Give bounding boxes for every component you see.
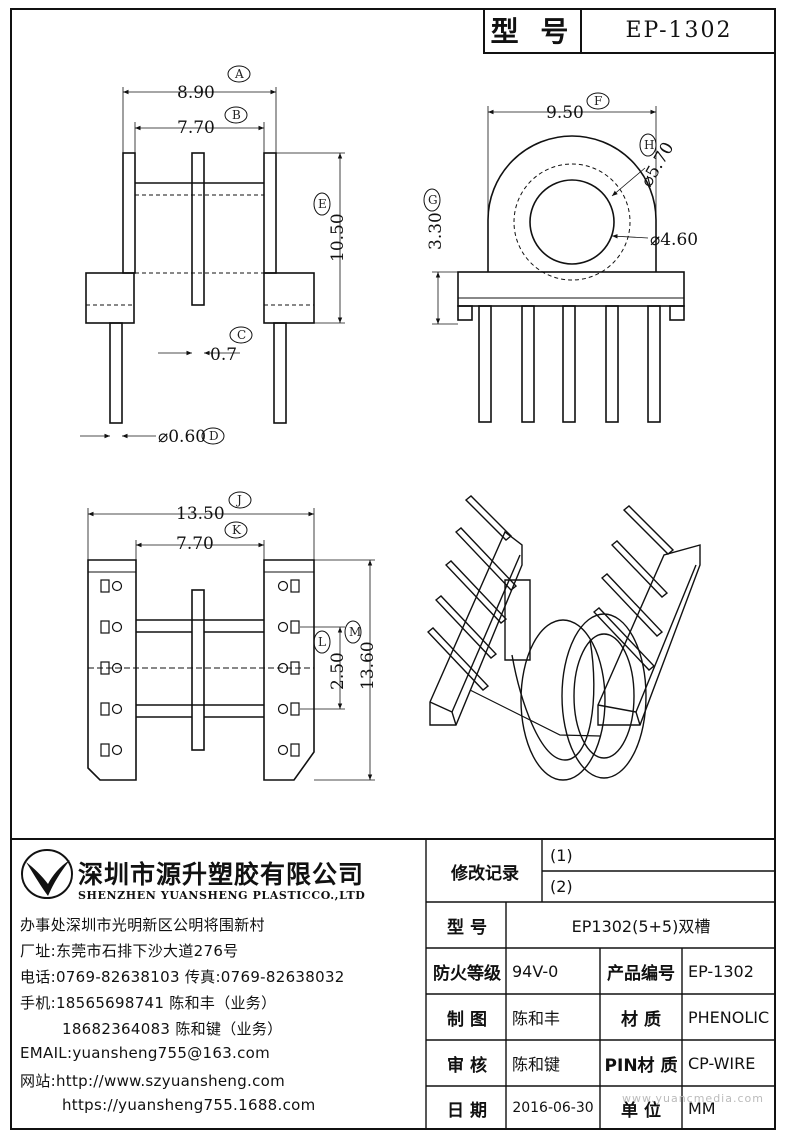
bubble-h: H — [644, 138, 654, 152]
mobile-1: 手机:18565698741 陈和丰（业务） — [20, 994, 277, 1012]
mobile-2: 18682364083 陈和键（业务） — [62, 1020, 283, 1038]
watermark: www.yuancmedia.com — [622, 1092, 764, 1105]
fire-rating-value: 94V-0 — [512, 961, 559, 981]
bubble-l: L — [318, 635, 326, 649]
product-no-value: EP-1302 — [688, 961, 754, 981]
dim-k: 7.70 — [176, 534, 214, 554]
website-1: 网站:http://www.szyuansheng.com — [20, 1072, 286, 1090]
model-label: 型 号 — [485, 8, 582, 52]
dim-f: 9.50 — [546, 103, 584, 123]
bubble-f: F — [594, 94, 602, 108]
bubble-e: E — [318, 197, 327, 211]
front-view — [80, 87, 345, 439]
bottom-view — [87, 508, 375, 781]
dim-c: 0.7 — [210, 345, 237, 365]
fire-rating-label: 防火等级 — [433, 963, 501, 984]
drawing-frame — [10, 8, 776, 1130]
unit-value: MM — [688, 1098, 716, 1118]
reviewed-by-label: 审 核 — [447, 1055, 487, 1076]
factory-address: 厂址:东莞市石排下沙大道276号 — [20, 942, 239, 960]
drawn-by-label: 制 图 — [447, 1009, 487, 1030]
pin-material-value: CP-WIRE — [688, 1053, 756, 1073]
drawn-by-value: 陈和丰 — [512, 1009, 561, 1028]
email: EMAIL:yuansheng755@163.com — [20, 1044, 271, 1062]
info-section — [10, 838, 776, 1130]
title-block: 型 号 EP-1302 — [483, 8, 776, 54]
dim-j: 13.50 — [176, 504, 225, 524]
dim-m: 13.60 — [358, 641, 378, 690]
material-value: PHENOLIC — [688, 1007, 770, 1027]
website-2: https://yuansheng755.1688.com — [62, 1096, 316, 1114]
reviewed-by-value: 陈和键 — [512, 1055, 561, 1074]
phone-fax: 电话:0769-82638103 传真:0769-82638032 — [20, 968, 345, 986]
date-label: 日 期 — [447, 1100, 487, 1121]
bubble-g: G — [428, 193, 438, 207]
dim-g: 3.30 — [426, 212, 446, 250]
bubble-d: D — [209, 429, 219, 443]
revision-label: 修改记录 — [451, 863, 519, 884]
dim-d: ⌀0.60 — [158, 427, 206, 447]
material-label: 材 质 — [621, 1009, 661, 1030]
bubble-a: A — [234, 67, 244, 81]
dim-h2: ⌀4.60 — [650, 230, 698, 250]
revision-1: (1) — [550, 846, 573, 865]
unit-label: 单 位 — [621, 1100, 661, 1121]
dim-b: 7.70 — [177, 118, 215, 138]
bubble-m: M — [349, 625, 361, 639]
dim-e: 10.50 — [328, 213, 348, 262]
model-field-value: EP1302(5+5)双槽 — [571, 917, 711, 936]
pin-material-label: PIN材 质 — [604, 1055, 678, 1076]
dim-a: 8.90 — [177, 83, 215, 103]
company-logo-icon — [21, 849, 73, 899]
company-name-en: SHENZHEN YUANSHENG PLASTICCO.,LTD — [78, 889, 366, 902]
spec-table-grid — [425, 838, 776, 1130]
dim-l: 2.50 — [328, 652, 348, 690]
product-no-label: 产品编号 — [607, 963, 675, 984]
office-address: 办事处深圳市光明新区公明将围新村 — [20, 916, 265, 934]
model-field-label: 型 号 — [447, 917, 487, 938]
dimension-bubbles — [201, 65, 657, 654]
model-value: EP-1302 — [625, 17, 733, 43]
bubble-k: K — [232, 523, 242, 537]
technical-drawing: A B C D E F G H J K L M 8.90 7.70 0.7 ⌀0… — [80, 65, 701, 781]
side-view — [432, 106, 685, 423]
date-value: 2016-06-30 — [512, 1100, 594, 1116]
isometric-view — [426, 495, 701, 781]
bubble-b: B — [232, 108, 241, 122]
bubble-j: J — [235, 493, 242, 507]
bubble-c: C — [237, 328, 246, 342]
company-name-cn: 深圳市源升塑胶有限公司 — [78, 860, 365, 889]
revision-2: (2) — [550, 877, 573, 896]
